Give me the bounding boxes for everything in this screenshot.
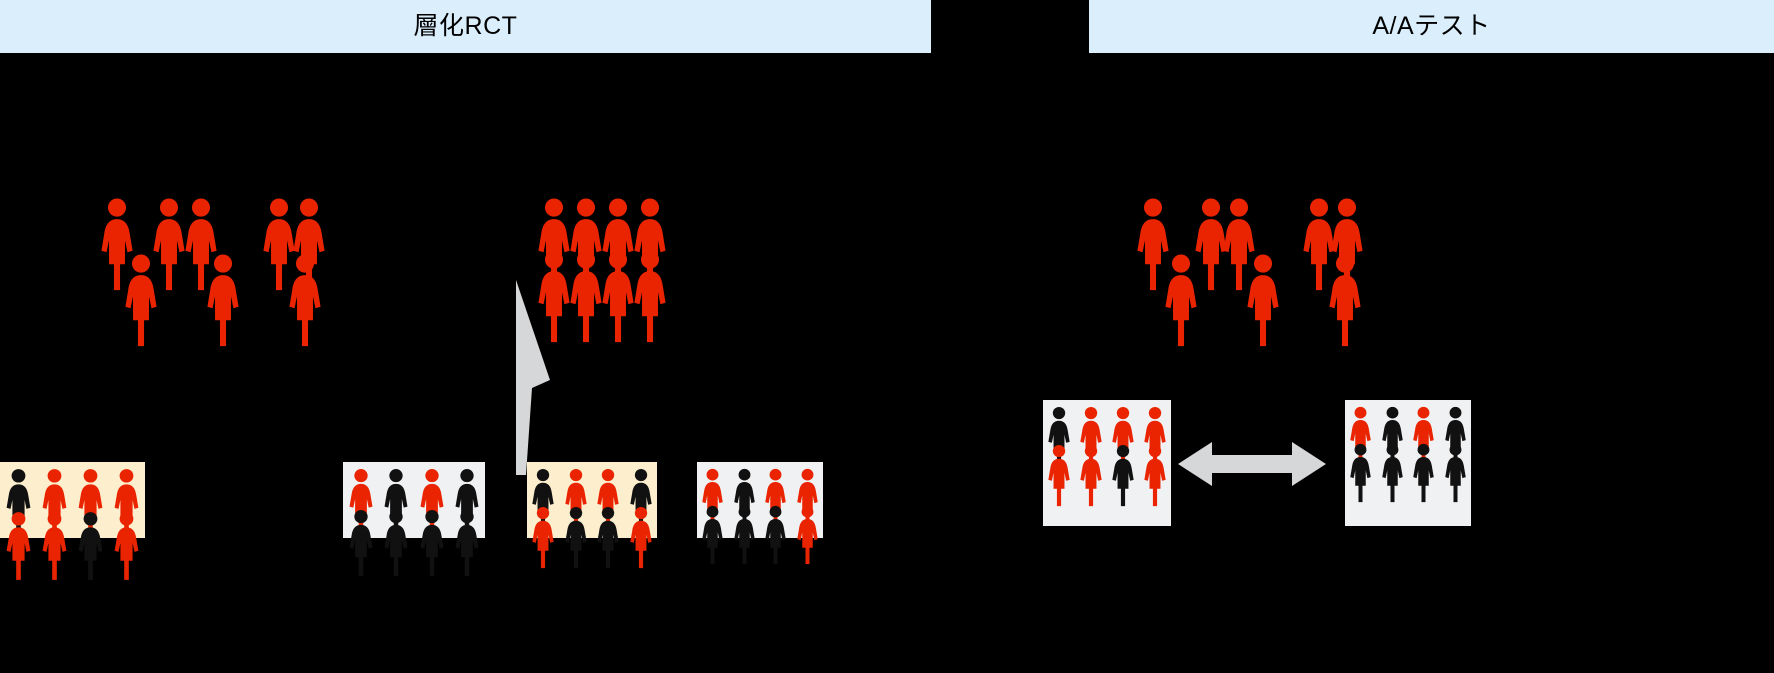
person-icon	[1244, 253, 1282, 349]
person-icon	[260, 197, 298, 293]
person-icon	[795, 505, 820, 566]
person-icon	[182, 197, 220, 293]
person-icon	[732, 468, 757, 529]
person-icon	[1443, 443, 1468, 504]
person-icon	[567, 249, 605, 345]
person-icon	[76, 468, 105, 539]
panel-header-aa-test: A/Aテスト	[1089, 0, 1774, 53]
person-icon	[1328, 197, 1366, 293]
person-icon	[1134, 197, 1172, 293]
person-icon	[763, 505, 788, 566]
person-icon	[382, 468, 410, 537]
randomize-arrow	[516, 280, 550, 475]
person-icon	[732, 505, 757, 566]
person-icon	[1326, 253, 1364, 349]
person-icon	[1300, 197, 1338, 293]
person-icon	[595, 468, 621, 532]
person-icon	[1443, 406, 1468, 467]
person-icon	[1192, 197, 1230, 293]
person-icon	[530, 468, 556, 532]
person-icon	[1220, 197, 1258, 293]
person-icon	[453, 509, 481, 578]
person-icon	[98, 197, 136, 293]
person-icon	[40, 511, 69, 582]
person-icon	[1380, 406, 1405, 467]
panel-header-stratified-rct: 層化RCT	[0, 0, 931, 53]
person-icon	[1348, 406, 1373, 467]
person-icon	[1110, 444, 1136, 508]
person-icon	[76, 511, 105, 582]
person-icon	[535, 249, 573, 345]
person-icon	[150, 197, 188, 293]
person-icon	[595, 506, 621, 570]
person-icon	[628, 506, 654, 570]
person-icon	[382, 509, 410, 578]
person-icon	[530, 506, 556, 570]
person-icon	[290, 197, 328, 293]
person-icon	[563, 468, 589, 532]
person-icon	[795, 468, 820, 529]
person-icon	[1142, 406, 1168, 470]
panel-header-label: A/Aテスト	[1372, 12, 1491, 40]
person-icon	[418, 468, 446, 537]
person-icon	[1348, 443, 1373, 504]
person-icon	[599, 249, 637, 345]
person-icon	[631, 249, 669, 345]
person-icon	[347, 468, 375, 537]
person-icon	[418, 509, 446, 578]
person-icon	[122, 253, 160, 349]
person-icon	[628, 468, 654, 532]
person-icon	[1046, 444, 1072, 508]
person-icon	[700, 468, 725, 529]
panel-header-label: 層化RCT	[413, 12, 518, 40]
person-icon	[204, 253, 242, 349]
person-icon	[1110, 406, 1136, 470]
person-icon	[1046, 406, 1072, 470]
person-icon	[1078, 406, 1104, 470]
person-icon	[347, 509, 375, 578]
person-icon	[4, 511, 33, 582]
person-icon	[40, 468, 69, 539]
person-icon	[4, 468, 33, 539]
person-icon	[563, 506, 589, 570]
person-icon	[1078, 444, 1104, 508]
person-icon	[286, 253, 324, 349]
person-icon	[1380, 443, 1405, 504]
person-icon	[1411, 406, 1436, 467]
person-icon	[112, 511, 141, 582]
person-icon	[112, 468, 141, 539]
person-icon	[453, 468, 481, 537]
person-icon	[700, 505, 725, 566]
person-icon	[1142, 444, 1168, 508]
person-icon	[1411, 443, 1436, 504]
compare-arrow	[1178, 440, 1326, 488]
person-icon	[1162, 253, 1200, 349]
person-icon	[763, 468, 788, 529]
